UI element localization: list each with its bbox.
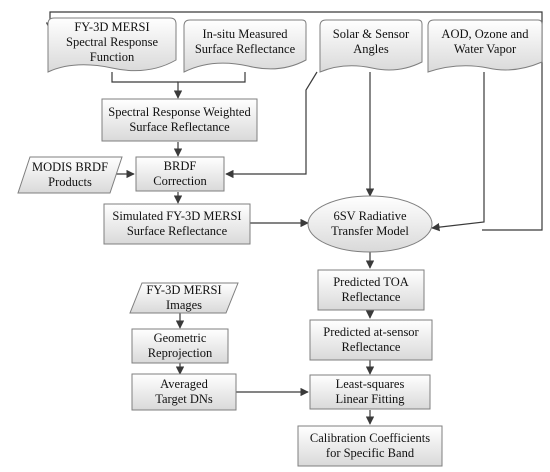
shape-sim bbox=[103, 203, 251, 245]
connector-insitu-srw bbox=[173, 72, 246, 99]
shape-fy3d-images bbox=[129, 282, 239, 314]
shape-modis-brdf bbox=[17, 156, 123, 194]
node-fy3d-srf-label: FY-3D MERSI Spectral Response Function bbox=[66, 19, 158, 64]
node-brdf-corr-label: BRDF Correction bbox=[153, 159, 207, 188]
shape-calib bbox=[297, 425, 443, 467]
node-fy3d-images-label: FY-3D MERSI Images bbox=[146, 283, 222, 312]
shape-srw bbox=[101, 98, 258, 142]
connector-aod-6sv bbox=[431, 72, 485, 232]
node-lsq-label: Least-squares Linear Fitting bbox=[335, 377, 405, 406]
shape-avg bbox=[131, 373, 237, 411]
node-avg-dn-label: Averaged Target DNs bbox=[155, 377, 213, 406]
shape-sensor bbox=[309, 319, 433, 361]
node-pred-sensor-label: Predicted at-sensor Reflectance bbox=[323, 325, 419, 354]
shape-insitu bbox=[183, 19, 307, 73]
node-solar-angles-label: Solar & Sensor Angles bbox=[332, 27, 410, 56]
shape-geo bbox=[131, 328, 229, 364]
shape-fy3d-srf bbox=[47, 17, 177, 73]
node-6sv-label: 6SV Radiative Transfer Model bbox=[331, 209, 409, 238]
connector-srf-srw bbox=[111, 72, 178, 83]
connector-angles-brdf bbox=[225, 71, 318, 179]
node-geo-reproj-label: Geometric Reprojection bbox=[147, 331, 213, 360]
connector-6sv-loop bbox=[45, 11, 543, 231]
node-modis-brdf-label: MODIS BRDF Products bbox=[31, 160, 109, 189]
node-srw-label: Spectral Response Weighted Surface Refle… bbox=[108, 105, 251, 134]
shape-6sv bbox=[307, 195, 433, 253]
shape-solar-angles bbox=[319, 19, 423, 73]
shape-lsq bbox=[309, 374, 431, 410]
shape-brdf-corr bbox=[135, 156, 225, 192]
node-calib-label: Calibration Coefficients for Specific Ba… bbox=[309, 431, 431, 460]
node-insitu-label: In-situ Measured Surface Reflectance bbox=[194, 27, 296, 56]
shape-toa bbox=[317, 269, 425, 311]
node-pred-toa-label: Predicted TOA Reflectance bbox=[333, 275, 409, 304]
node-aod-label: AOD, Ozone and Water Vapor bbox=[441, 27, 529, 56]
node-sim-label: Simulated FY-3D MERSI Surface Reflectanc… bbox=[112, 209, 242, 238]
shape-aod bbox=[427, 19, 543, 73]
